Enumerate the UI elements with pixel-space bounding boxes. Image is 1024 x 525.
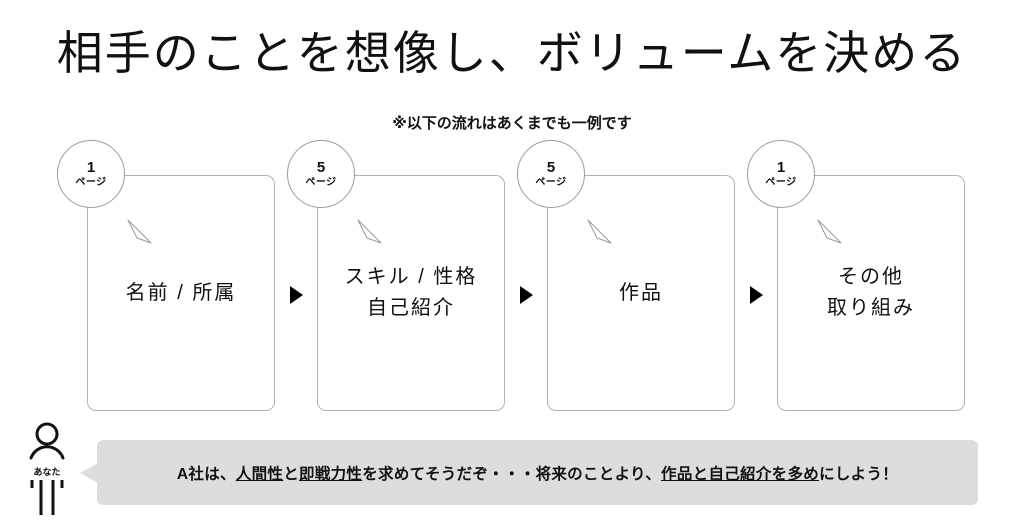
step-card-label-secondary: 自己紹介 (367, 297, 455, 319)
page-count-unit: ページ (765, 177, 797, 188)
page-title: 相手のことを想像し、ボリュームを決める (56, 27, 968, 79)
step-card-label-secondary: 取り組み (827, 297, 915, 319)
step-card-label: スキル / 性格 (344, 266, 478, 288)
step-card-label: 名前 / 所属 (125, 281, 237, 304)
comment-segment: 即戦力性 (299, 465, 363, 483)
page-count-value: 1 (776, 159, 786, 176)
flow-arrow-icon (519, 286, 533, 304)
page-bubble-tail-icon (357, 219, 383, 245)
page-bubble-tail-icon (817, 219, 843, 245)
step-card[interactable]: 作品 (547, 175, 735, 411)
comment-segment: にしよう！ (819, 465, 899, 483)
comment-segment: と (283, 465, 300, 483)
page-count-unit: ページ (75, 177, 107, 188)
flow-arrow-icon (289, 286, 303, 304)
comment-segment: 人間性 (235, 465, 284, 483)
comment-segment: 作品と自己紹介を多め (661, 465, 820, 483)
page-count-unit: ページ (305, 177, 337, 188)
page-bubble-tail-icon (587, 219, 613, 245)
page-count-value: 5 (546, 159, 556, 176)
comment-bubble-tail (80, 463, 98, 483)
comment-segment: を求めてそうだぞ・・・将来のことより、 (362, 465, 662, 483)
person-label: あなた (33, 467, 61, 477)
step-card[interactable]: スキル / 性格自己紹介 (317, 175, 505, 411)
slide-subtitle-note: ※以下の流れはあくまでも一例です (392, 115, 632, 132)
page-count-value: 1 (86, 159, 96, 176)
step-card-label: その他 (838, 266, 904, 288)
page-count-value: 5 (316, 159, 326, 176)
flow-arrow-icon (749, 286, 763, 304)
comment-text: A社は、人間性と即戦力性を求めてそうだぞ・・・将来のことより、作品と自己紹介を多… (177, 462, 898, 484)
step-card-label: 作品 (619, 281, 663, 304)
person-avatar-icon (22, 420, 72, 520)
step-card[interactable]: その他取り組み (777, 175, 965, 411)
page-count-unit: ページ (535, 177, 567, 188)
step-card[interactable]: 名前 / 所属 (87, 175, 275, 411)
comment-bubble: A社は、人間性と即戦力性を求めてそうだぞ・・・将来のことより、作品と自己紹介を多… (97, 440, 978, 505)
page-bubble-tail-icon (127, 219, 153, 245)
comment-segment: A社は、 (176, 465, 236, 483)
